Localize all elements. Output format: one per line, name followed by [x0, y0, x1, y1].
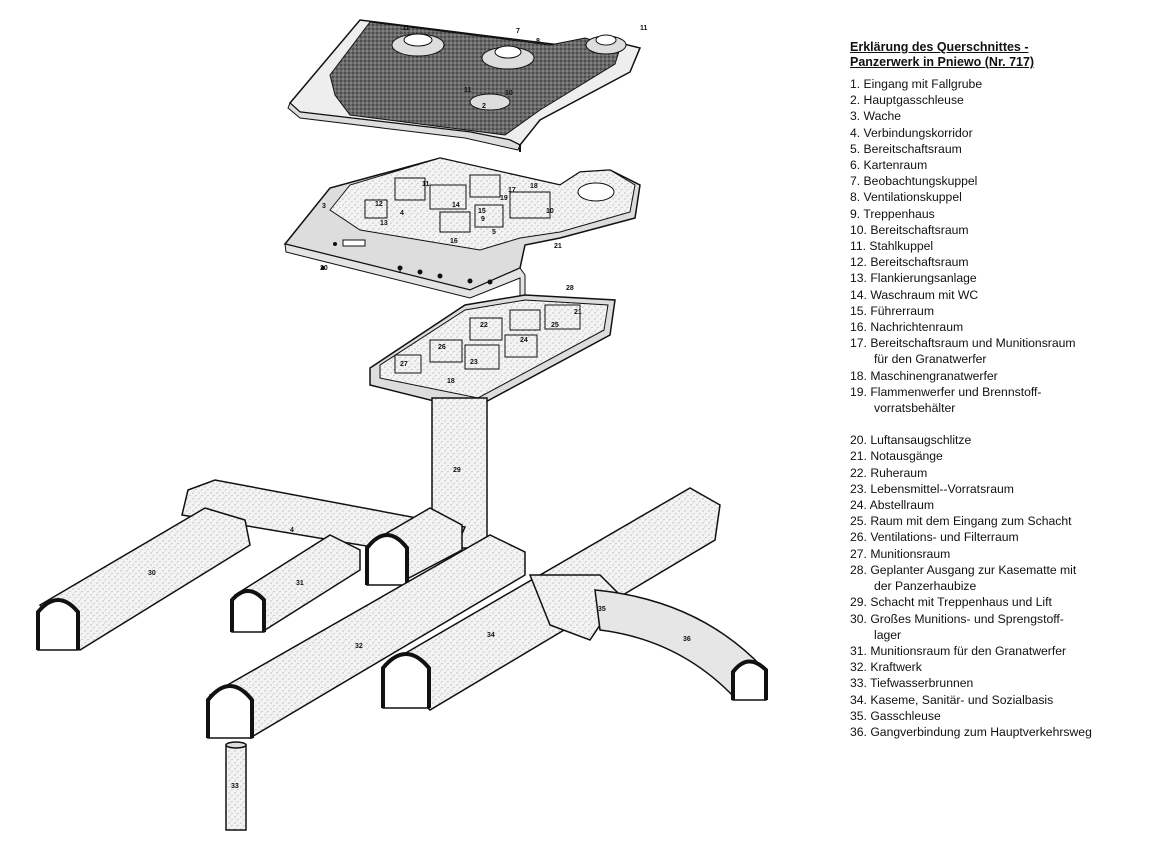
middle-level-floor [283, 157, 641, 306]
label-mid-14: 14 [452, 202, 460, 209]
legend-item: 6. Kartenraum [850, 158, 928, 173]
label-low-21: 21 [574, 309, 582, 316]
legend-item: 35. Gasschleuse [850, 708, 941, 723]
legend-item: 27. Munitionsraum [850, 546, 951, 561]
legend-item: lager [874, 627, 902, 642]
label-mid-21: 21 [554, 243, 562, 250]
label-mid-3: 3 [322, 203, 326, 210]
legend-item: der Panzerhaubize [874, 579, 977, 594]
legend-item: 24. Abstellraum [850, 498, 935, 513]
legend-item: 29. Schacht mit Treppenhaus und Lift [850, 595, 1052, 610]
label-low-26: 26 [438, 344, 446, 351]
legend-item: 19. Flammenwerfer und Brennstoff- [850, 384, 1042, 399]
legend-list: 1. Eingang mit Fallgrube 2. Hauptgasschle… [850, 76, 1145, 740]
label-tunnel-36: 36 [683, 636, 691, 643]
legend-item: 2. Hauptgasschleuse [850, 93, 964, 108]
label-mid-13: 13 [380, 220, 388, 227]
legend-item: 13. Flankierungsanlage [850, 271, 977, 286]
lower-level-floor [369, 294, 616, 411]
label-low-28: 28 [566, 285, 574, 292]
legend-title-line-1: Erklärung des Querschnittes - [850, 40, 1029, 54]
label-tunnel-4: 4 [290, 527, 294, 534]
legend-item [850, 416, 1145, 432]
label-mid-18: 18 [530, 183, 538, 190]
legend-item: 5. Bereitschaftsraum [850, 141, 962, 156]
legend-item: 22. Ruheraum [850, 465, 928, 480]
legend-item: 1. Eingang mit Fallgrube [850, 77, 983, 91]
label-mid-10: 10 [546, 208, 554, 215]
legend-item: 21. Notausgänge [850, 449, 943, 464]
legend-item: 20. Luftansaugschlitze [850, 433, 972, 448]
legend-item: 7. Beobachtungskuppel [850, 174, 978, 189]
legend-item: 36. Gangverbindung zum Hauptverkehrsweg [850, 724, 1092, 739]
legend-item: 10. Bereitschaftsraum [850, 222, 969, 237]
label-top-11a: 11 [402, 25, 410, 32]
legend-item: 11. Stahlkuppel [850, 239, 934, 254]
legend-item: 31. Munitionsraum für den Granatwerfer [850, 643, 1067, 658]
legend-item: 28. Geplanter Ausgang zur Kasematte mit [850, 562, 1077, 577]
label-mid-11: 11 [422, 181, 430, 188]
tunnels [36, 479, 768, 831]
legend-item: 26. Ventilations- und Filterraum [850, 530, 1019, 545]
label-tunnel-34: 34 [487, 632, 495, 639]
legend-item: 12. Bereitschaftsraum [850, 255, 969, 270]
label-mid-9: 9 [481, 216, 485, 223]
legend-item: 14. Waschraum mit WC [850, 287, 979, 302]
label-tunnel-33: 33 [231, 783, 239, 790]
label-mid-1: 1 [398, 268, 402, 275]
legend-item: 9. Treppenhaus [850, 206, 935, 221]
label-mid-19: 19 [500, 195, 508, 202]
legend-item: vorratsbehälter [874, 401, 956, 416]
label-mid-15: 15 [478, 208, 486, 215]
legend: Erklärung des Querschnittes - Panzerwerk… [850, 40, 1145, 740]
legend-item: 25. Raum mit dem Eingang zum Schacht [850, 514, 1072, 529]
legend-item: 18. Maschinengranatwerfer [850, 368, 998, 383]
label-mid-17: 17 [508, 187, 516, 194]
label-mid-20: 20 [320, 265, 328, 272]
legend-item: 15. Führerraum [850, 303, 934, 318]
legend-item: 17. Bereitschaftsraum und Munitionsraum [850, 336, 1076, 351]
legend-item: 4. Verbindungskorridor [850, 125, 973, 140]
label-mid-4: 4 [400, 210, 404, 217]
label-top-11c: 11 [464, 87, 472, 94]
label-low-24: 24 [520, 337, 528, 344]
label-tunnel-32: 32 [355, 643, 363, 650]
label-top-11b: 11 [640, 25, 648, 32]
label-top-10: 10 [505, 90, 513, 97]
legend-item: 34. Kaseme, Sanitär- und Sozialbasis [850, 692, 1054, 707]
label-low-23: 23 [470, 359, 478, 366]
label-low-18: 18 [447, 378, 455, 385]
legend-item: 33. Tiefwasserbrunnen [850, 676, 974, 691]
label-mid-5: 5 [492, 229, 496, 236]
legend-item: für den Granatwerfer [874, 352, 987, 367]
legend-title-line-2: Panzerwerk in Pniewo (Nr. 717) [850, 55, 1035, 69]
legend-item: 30. Großes Munitions- und Sprengstoff- [850, 611, 1064, 626]
legend-item: 8. Ventilationskuppel [850, 190, 962, 205]
label-mid-12: 12 [375, 201, 383, 208]
label-top-7: 7 [516, 28, 520, 35]
label-tunnel-30: 30 [148, 570, 156, 577]
legend-item: 23. Lebensmittel--Vorratsraum [850, 481, 1014, 496]
label-low-27: 27 [400, 361, 408, 368]
label-low-25: 25 [551, 322, 559, 329]
label-tunnel-31: 31 [296, 580, 304, 587]
diagram-number-labels: 11 7 8 11 11 10 2 3 11 12 4 14 15 17 18 … [148, 25, 691, 790]
label-tunnel-35: 35 [598, 606, 606, 613]
top-level-roof [287, 19, 642, 152]
label-top-8: 8 [536, 38, 540, 45]
label-mid-16: 16 [450, 238, 458, 245]
label-top-2: 2 [482, 103, 486, 110]
legend-item: 16. Nachrichtenraum [850, 320, 964, 335]
label-low-22: 22 [480, 322, 488, 329]
label-shaft-29: 29 [453, 467, 461, 474]
legend-item: 3. Wache [850, 109, 902, 124]
legend-item: 32. Kraftwerk [850, 660, 922, 675]
